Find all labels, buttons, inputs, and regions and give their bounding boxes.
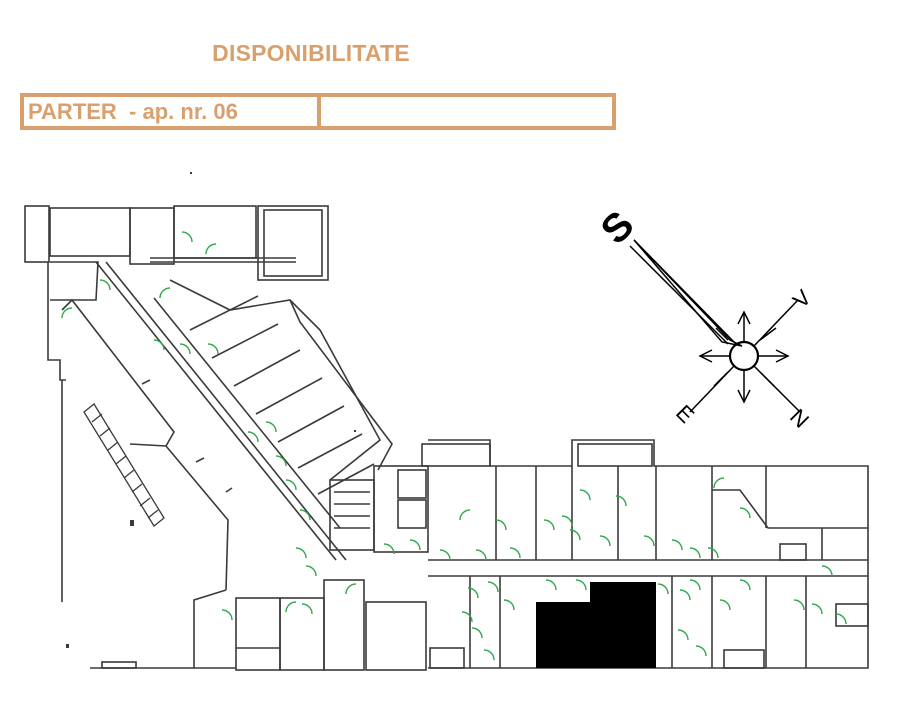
south-room-small [429,647,465,669]
diag-balcony [289,299,393,471]
stray-marks [66,172,356,648]
wall-stub [195,457,205,463]
diag-partition [277,405,345,443]
wall-stub [141,379,151,385]
south-west-rooms [90,579,427,671]
east-room-small [835,603,869,627]
door-swing-icon [61,231,847,661]
east-balcony-1 [421,443,491,467]
central-core [329,465,429,553]
diag-partition [297,433,363,469]
staircase-icon [83,403,165,527]
unit-info-box: PARTER - ap. nr. 06 [20,93,616,130]
sw-room-2 [235,597,281,671]
south-room-small [723,649,765,669]
lobby-room [129,443,229,591]
core-stair [329,479,375,551]
compass-north-label: N [785,404,814,433]
diagonal-wing [61,261,393,591]
diag-partition [255,377,323,415]
east-room-small [779,543,807,561]
entrance-step [101,661,137,669]
elevator-1 [397,469,427,499]
nw-terrace-inner [263,209,323,277]
northwest-wing [24,205,329,602]
unit-label: PARTER - ap. nr. 06 [28,98,238,124]
nw-terrace [257,205,329,281]
nw-room-2 [129,207,175,265]
east-balcony-2 [577,443,653,467]
wall-stub [225,487,233,493]
nw-room-3 [173,205,257,259]
diag-partition [211,323,279,359]
diag-partition [317,463,375,495]
sw-room-5 [365,601,427,671]
lobby-west-room [61,298,175,447]
compass-rose-icon [629,239,801,413]
diag-partition [189,295,259,331]
sw-room-4 [323,579,365,671]
diag-corridor-wall-2 [105,261,347,561]
selected-apartment[interactable] [536,582,656,668]
diag-corridor-wall-1 [95,261,337,561]
nw-room-4 [50,261,99,301]
east-angled-wall [712,489,868,529]
compass-south-label: S [593,203,643,253]
diag-partition [233,349,301,387]
unit-label-cell: PARTER - ap. nr. 06 [24,97,321,126]
compass-west-label: V [788,285,816,313]
diag-inner-wall [153,297,341,529]
diag-east-outline [169,279,382,481]
nw-corner-room [24,205,50,263]
east-wing [421,439,869,669]
nw-west-wall [47,262,66,381]
elevator-2 [397,499,427,529]
nw-room-1 [49,207,131,257]
compass-east-label: E [671,400,699,428]
core-walls [373,465,429,553]
sw-room-1 [193,589,236,669]
page-title: DISPONIBILITATE [212,40,410,66]
